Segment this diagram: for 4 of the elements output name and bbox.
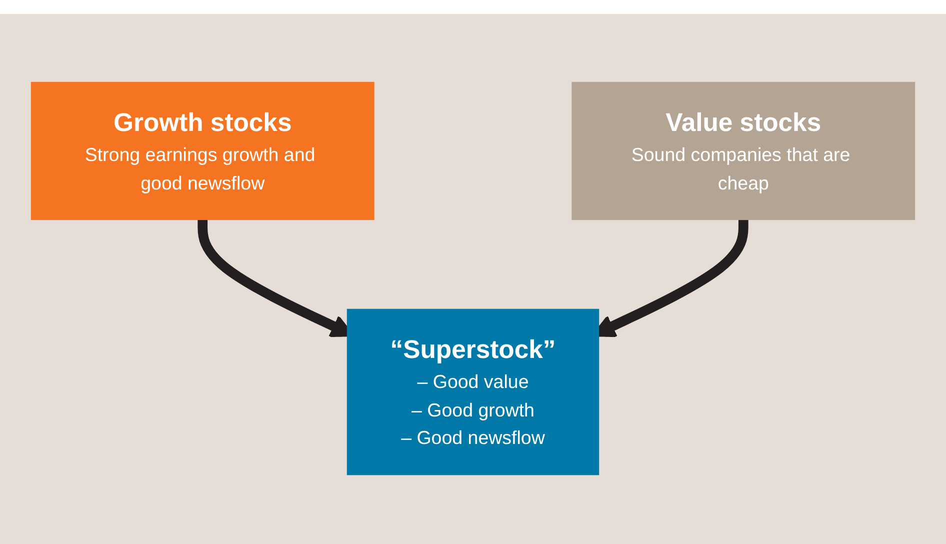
- node-box: [346, 309, 600, 476]
- node-box: [572, 82, 916, 221]
- flowchart-drawing: Growth stocks Strong earnings growth and good newsflow Value stocks Sound companies that are cheap “Superstock” – Good value – Good growth – Good newsflow: [23, 74, 923, 484]
- node-box: [30, 82, 374, 221]
